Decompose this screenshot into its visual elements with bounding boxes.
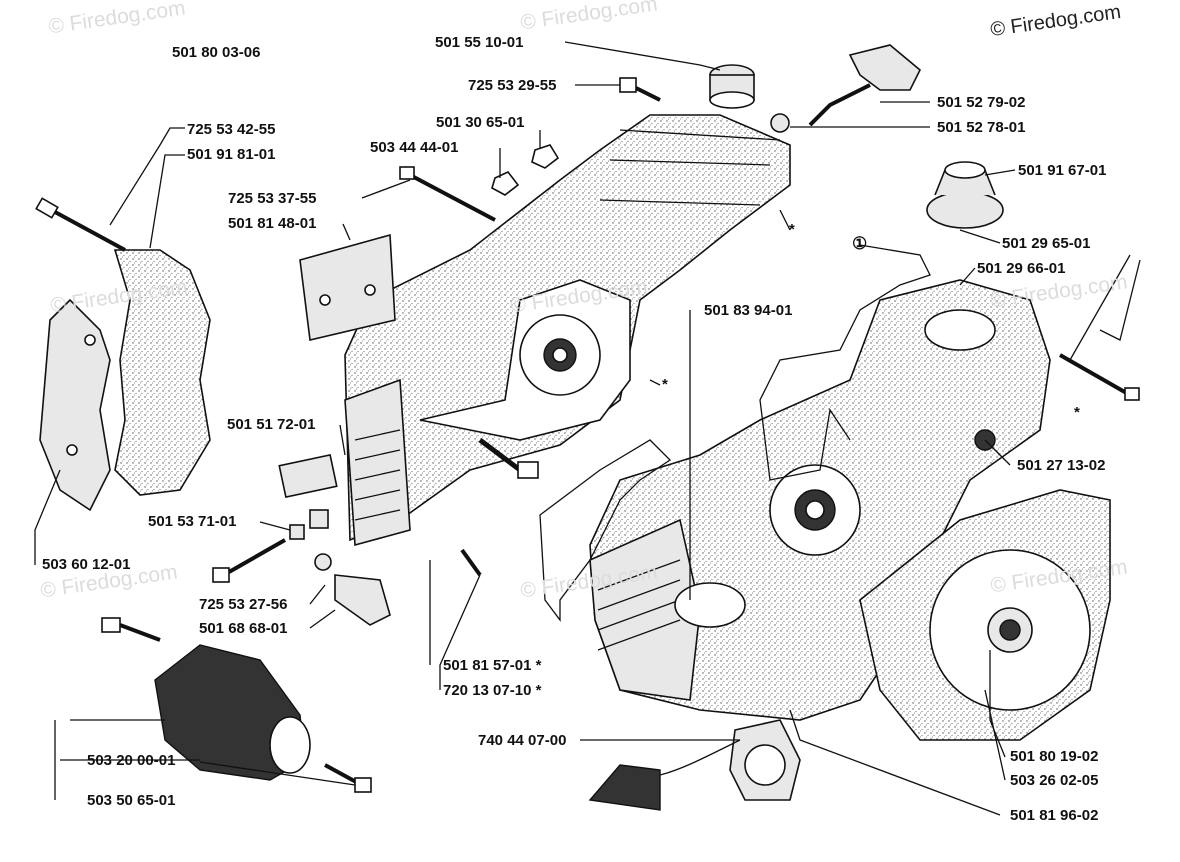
bolt-low-left <box>212 538 286 583</box>
part-label: 503 20 00-01 <box>87 752 176 769</box>
crankcase-half-right <box>589 279 1051 721</box>
bracket <box>314 553 391 626</box>
tank-cap <box>588 719 801 811</box>
block-part <box>278 453 338 499</box>
part-label: 501 91 81-01 <box>187 146 276 163</box>
av-spring <box>101 617 372 793</box>
part-label: 503 26 02-05 <box>1010 772 1099 789</box>
part-label: 501 52 78-01 <box>937 119 1026 136</box>
star-marker: * <box>1074 404 1080 421</box>
washer-parts <box>289 509 329 540</box>
circled-one-marker: ① <box>852 234 868 253</box>
part-label: 501 55 10-01 <box>435 34 524 51</box>
plug-cap <box>709 64 755 109</box>
part-label: 501 29 66-01 <box>977 260 1066 277</box>
shield-plate <box>39 298 111 512</box>
nut-2 <box>491 171 520 196</box>
part-label: 501 83 94-01 <box>704 302 793 319</box>
filler-cap-top <box>926 161 1004 229</box>
part-label: 501 52 79-02 <box>937 94 1026 111</box>
assembly-number: 501 80 03-06 <box>172 44 261 61</box>
part-label: 501 53 71-01 <box>148 513 237 530</box>
part-label: 501 51 72-01 <box>227 416 316 433</box>
crankcase-half-left <box>344 114 791 547</box>
heat-shield <box>299 233 396 341</box>
part-label: 501 81 57-01 * <box>443 657 542 674</box>
part-label: 725 53 37-55 <box>228 190 317 207</box>
part-label: 725 53 27-56 <box>199 596 288 613</box>
bolt-long-left <box>35 197 126 252</box>
stud <box>478 438 539 479</box>
part-label: 501 80 19-02 <box>1010 748 1099 765</box>
gasket-cylinder <box>759 244 931 481</box>
bolt-center <box>399 166 496 222</box>
part-label: 740 44 07-00 <box>478 732 567 749</box>
guard-plate <box>113 249 211 496</box>
leader-lines <box>34 41 1141 816</box>
star-marker: * <box>789 221 795 238</box>
part-label: 725 53 29-55 <box>468 77 557 94</box>
bolt-right <box>1059 353 1140 401</box>
part-label: 503 60 12-01 <box>42 556 131 573</box>
handle-lever <box>770 44 921 133</box>
star-marker: * <box>662 376 668 393</box>
part-label: 501 27 13-02 <box>1017 457 1106 474</box>
part-label: 501 29 65-01 <box>1002 235 1091 252</box>
part-label: 720 13 07-10 * <box>443 682 542 699</box>
side-cover <box>859 489 1111 741</box>
part-label: 501 81 96-02 <box>1010 807 1099 824</box>
pin <box>460 548 482 577</box>
gasket-crankcase <box>539 439 672 622</box>
part-label: 503 44 44-01 <box>370 139 459 156</box>
part-label: 503 50 65-01 <box>87 792 176 809</box>
part-label: 501 91 67-01 <box>1018 162 1107 179</box>
nut-1 <box>531 144 560 169</box>
part-label: 501 81 48-01 <box>228 215 317 232</box>
bolt-top <box>619 77 661 102</box>
part-label: 501 30 65-01 <box>436 114 525 131</box>
part-label: 501 68 68-01 <box>199 620 288 637</box>
part-label: 725 53 42-55 <box>187 121 276 138</box>
